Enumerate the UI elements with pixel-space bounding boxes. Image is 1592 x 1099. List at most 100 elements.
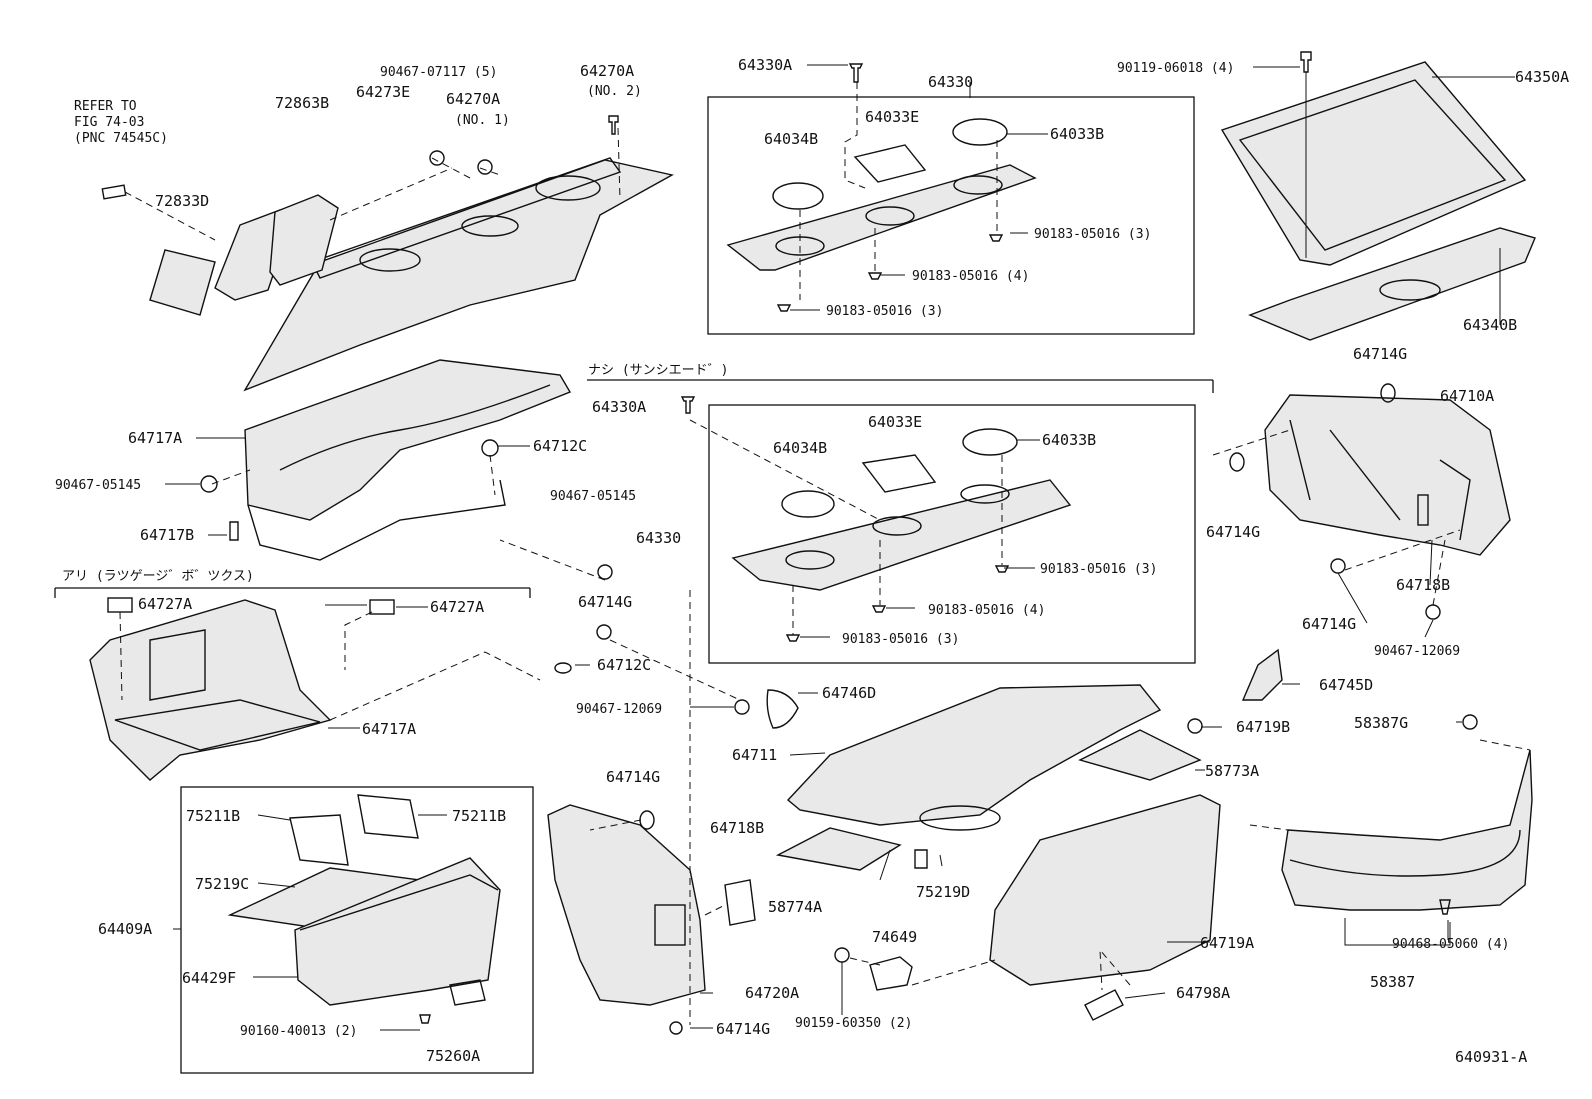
leader-dashed [849, 957, 996, 986]
label-64033B-top: 64033B [1050, 125, 1104, 143]
label-64717A-top: 64717A [128, 429, 182, 447]
label-64270A-no2-sub: (NO. 2) [587, 84, 642, 99]
luggage-trim-64717A-upper [200, 359, 572, 561]
label-64330A-mid: 64330A [592, 398, 646, 416]
label-90467-07117: 90467-07117 (5) [380, 65, 497, 80]
clip-icon [669, 1021, 683, 1035]
label-75219C: 75219C [195, 875, 249, 893]
label-90183-05016-c: 90183-05016 (3) [826, 304, 943, 319]
label-64034B-top: 64034B [764, 130, 818, 148]
clip-icon [597, 564, 613, 580]
leader-lines [165, 64, 1515, 1031]
leader-dashed [1249, 739, 1531, 831]
side-trim-64720A-group [547, 590, 996, 1035]
leader-dashed [799, 82, 998, 300]
label-90183-05016-a: 90183-05016 (3) [1034, 227, 1151, 242]
box-rim [299, 874, 499, 931]
side-trim-64710A [1264, 394, 1511, 556]
label-64746D: 64746D [822, 684, 876, 702]
label-64350A: 64350A [1515, 68, 1569, 86]
speaker-board-box-lower [587, 379, 1214, 664]
clip-icon [988, 234, 1004, 242]
screw-icon [848, 63, 864, 83]
label-64714G-r1: 64714G [1353, 345, 1407, 363]
label-75211B-a: 75211B [186, 807, 240, 825]
hook-icon [229, 521, 239, 541]
leader-dashed [589, 590, 726, 1025]
bolt-icon [834, 947, 850, 963]
cover-64718B [724, 879, 756, 926]
label-72833D: 72833D [155, 192, 209, 210]
tonneau-cover-group [1220, 51, 1536, 341]
label-90467-05145-mid: 90467-05145 [550, 489, 636, 504]
grille-64034B [781, 490, 835, 518]
label-64330-mid: 64330 [636, 529, 681, 547]
speaker-ring [865, 206, 915, 226]
clip-icon [554, 662, 572, 674]
leader-dashed [499, 539, 1131, 991]
label-64714G-mid: 64714G [578, 593, 632, 611]
group-label-with-luggage-box: アリ (ラツゲージ゛ボ゛ツクス) [62, 569, 254, 584]
speaker-board-box-upper [707, 63, 1195, 335]
opening [654, 904, 686, 946]
cover-64745D [1241, 648, 1283, 701]
cover-64746D [766, 689, 799, 729]
speaker-ring [872, 516, 922, 536]
label-64717B: 64717B [140, 526, 194, 544]
clip-icon [994, 565, 1010, 573]
label-64330-top: 64330 [928, 73, 973, 91]
bracket-75219D [914, 849, 928, 869]
label-64717A-mid: 64717A [362, 720, 416, 738]
label-64340B: 64340B [1463, 316, 1517, 334]
label-64034B-mid: 64034B [773, 439, 827, 457]
speaker-ring [960, 484, 1010, 504]
spare-well [919, 805, 1001, 831]
trim-rim [279, 384, 551, 471]
pad-75211B [289, 814, 349, 866]
push-rivet-icon [608, 115, 619, 135]
label-64718B-low: 64718B [710, 819, 764, 837]
clip-icon [1462, 714, 1478, 730]
leader-dashed [124, 127, 621, 241]
label-64409A: 64409A [98, 920, 152, 938]
clip-icon [429, 150, 445, 166]
side-trim-64710A-group [1212, 383, 1511, 701]
clip-icon [785, 634, 801, 642]
back-panel-58387 [1281, 749, 1533, 911]
label-64270A-no1: 64270A [446, 90, 500, 108]
package-tray-trim-group [101, 127, 674, 392]
refer-note-line1: REFER TO [74, 99, 137, 114]
fastener-icons-top [429, 115, 619, 175]
label-90467-12069-mid: 90467-12069 [576, 702, 662, 717]
speaker-hole [535, 175, 601, 201]
label-64727A-a: 64727A [138, 595, 192, 613]
bolt-icon [1425, 604, 1441, 620]
back-panel-58387-group [1249, 739, 1533, 946]
hinge-75260A [449, 979, 486, 1006]
label-64714G-r3: 64714G [1302, 615, 1356, 633]
box-64429F [294, 857, 501, 1006]
label-64719B: 64719B [1236, 718, 1290, 736]
label-64033E-top: 64033E [865, 108, 919, 126]
cover-72833D [149, 249, 216, 316]
handle-64798A [1084, 989, 1124, 1021]
label-64429F: 64429F [182, 969, 236, 987]
bolt-icon [734, 699, 750, 715]
clip-icon [477, 159, 493, 175]
label-64330A-top: 64330A [738, 56, 792, 74]
mat-58773A [1078, 729, 1202, 781]
package-board-64340B [1248, 227, 1536, 341]
label-75219D: 75219D [916, 883, 970, 901]
bolt-icon [200, 475, 218, 493]
cover-64033E [861, 454, 937, 493]
trim-pad-72863B [269, 194, 339, 286]
leader-dashed [1212, 429, 1461, 606]
label-64033E-mid: 64033E [868, 413, 922, 431]
luggage-box-variant-group [54, 587, 541, 781]
trim-floor [114, 699, 321, 751]
cover-64033E [853, 144, 927, 183]
label-64273E: 64273E [356, 83, 410, 101]
clip-icon [419, 1014, 431, 1024]
package-tray-trim-panel [243, 159, 674, 392]
label-90119-06018: 90119-06018 (4) [1117, 61, 1234, 76]
